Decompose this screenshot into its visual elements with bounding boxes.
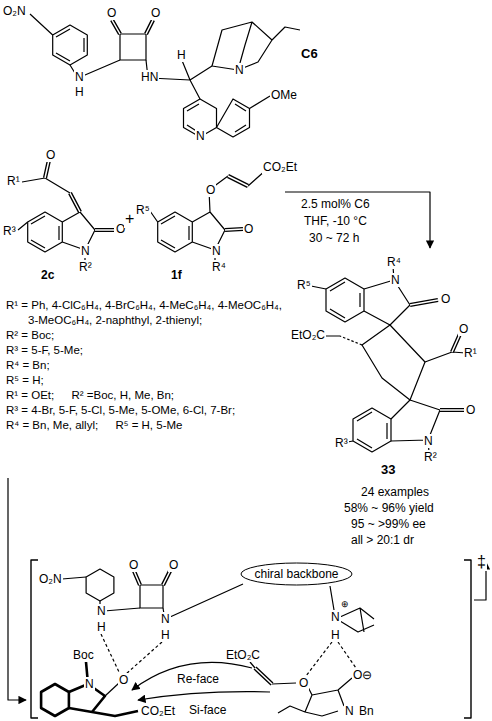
scheme-text: Si-face [188, 703, 227, 717]
atom-label: N [330, 610, 341, 624]
substituent-label: R⁴ = Bn; [6, 359, 50, 371]
scheme-text: 95 ~ >99% ee [350, 517, 427, 531]
atom-label: O [458, 322, 469, 336]
atom-label: O [128, 558, 139, 572]
atom-label: O [45, 148, 56, 162]
scheme-text: ⊕ [340, 599, 350, 610]
scheme-text: CO₂Et [140, 704, 176, 718]
bond-lines [8, 14, 486, 718]
substituent-label: R¹ = OEt; [6, 389, 54, 401]
substituent-label: R³ [2, 224, 17, 238]
atom-label: O [440, 292, 451, 306]
atom-label: O [168, 558, 179, 572]
scheme-text: OMe [270, 88, 298, 102]
substituent-list: R¹ = Ph, 4-ClC₆H₄, 4-BrC₆H₄, 4-MeC₆H₄, 4… [6, 298, 288, 433]
double-bond-gap [45, 20, 464, 684]
substituent-label: R⁵ = H; [6, 374, 44, 386]
scheme-text: 2.5 mol% C6 [300, 197, 371, 211]
list-line: R⁵ = H; [6, 373, 288, 388]
scheme-text: EtO₂C [290, 328, 326, 342]
compound-number: C6 [300, 46, 319, 61]
list-line: R¹ = OEt; R² =Boc, H, Me, Bn; [6, 388, 288, 403]
compound-number: 1f [170, 268, 183, 282]
atom-label: H [74, 85, 85, 99]
atom-label: N [195, 129, 206, 143]
substituent-label: R⁴ [386, 255, 402, 269]
atom-label: O [465, 403, 476, 417]
atom-label: H [160, 628, 171, 642]
carbonyl-bond [105, 683, 119, 696]
atom-label: H [96, 620, 107, 634]
compound-number: 2c [40, 268, 55, 282]
list-line: R¹ = Ph, 4-ClC₆H₄, 4-BrC₆H₄, 4-MeC₆H₄, 4… [6, 298, 288, 328]
scheme-text: O₂N [2, 4, 27, 18]
scheme-text: HN [140, 70, 159, 84]
list-line: R² = Boc; [6, 328, 288, 343]
substituent-label: R⁵ [135, 203, 151, 217]
bold-substrate [41, 662, 138, 716]
substituent-label: Re-face [176, 672, 220, 686]
scheme-text: CO₂Et [262, 160, 298, 174]
substituent-label: R³ [334, 436, 349, 450]
substituent-label: R³ = 5-F, 5-Me; [6, 344, 83, 356]
atom-label: O [118, 673, 129, 687]
atom-label: N [211, 244, 222, 258]
atom-label: N [390, 273, 401, 287]
double-bonds [45, 20, 464, 684]
node-text: chiral backbone [240, 562, 353, 581]
substituent-label: R¹ [6, 174, 21, 188]
list-line: R⁴ = Bn; [6, 358, 288, 373]
atom-label: N [74, 70, 85, 84]
atom-label: N [234, 63, 245, 77]
scheme-text: all > 20:1 dr [350, 533, 415, 547]
scheme-text: 30 ~ 72 h [308, 231, 360, 245]
scheme-text: Boc [72, 648, 95, 662]
atom-label: H [330, 628, 341, 642]
scheme-text: EtO₂C [225, 648, 261, 662]
substituent-label: R⁴ [211, 260, 227, 274]
atom-label: N [423, 434, 434, 448]
atom-label: O⊖ [352, 668, 373, 682]
atom-label: O [243, 222, 254, 236]
list-line: R³ = 4-Br, 5-F, 5-Cl, 5-Me, 5-OMe, 6-Cl,… [6, 403, 288, 418]
compound-number: 33 [380, 462, 396, 477]
substituent-label: R² [78, 260, 93, 274]
substituent-label: R³ = 4-Br, 5-F, 5-Cl, 5-Me, 5-OMe, 6-Cl,… [6, 404, 235, 416]
substituent-label: R⁵ = H, 5-Me [115, 419, 182, 431]
substituent-label: R² = Boc; [6, 329, 54, 341]
substituent-label: R² =Boc, H, Me, Bn; [71, 389, 174, 401]
atom-label: O [150, 6, 161, 20]
atom-label: N [344, 704, 355, 718]
atom-label: N [96, 604, 107, 618]
substituent-label: R⁴ = Bn, Me, allyl; [6, 419, 98, 431]
scheme-text: ‡ [476, 553, 487, 571]
backbone-ellipse: chiral backbone [240, 562, 353, 586]
substituent-label: R¹ = Ph, 4-ClC₆H₄, 4-BrC₆H₄, 4-MeC₆H₄, 4… [6, 299, 282, 326]
list-line: R³ = 5-F, 5-Me; [6, 343, 288, 358]
atom-label: H [176, 48, 187, 62]
scheme-text: 58% ~ 96% yield [343, 501, 435, 515]
atom-label: O [205, 183, 216, 197]
substituent-label: R¹ [463, 346, 478, 360]
atom-label: N [160, 612, 171, 626]
atom-label: Bn [358, 704, 375, 718]
scheme-text: + [124, 210, 135, 228]
substituent-label: R⁵ [296, 278, 312, 292]
atom-label: N [84, 677, 95, 691]
atom-label: O [298, 676, 309, 690]
scheme-text: THF, -10 °C [303, 214, 368, 228]
scheme-text: 24 examples [360, 485, 430, 499]
atom-label: N [80, 244, 91, 258]
atom-label: O [106, 6, 117, 20]
substituent-label: R² [423, 450, 438, 464]
scheme-text: O₂N [38, 572, 63, 586]
list-line: R⁴ = Bn, Me, allyl; R⁵ = H, 5-Me [6, 418, 288, 433]
